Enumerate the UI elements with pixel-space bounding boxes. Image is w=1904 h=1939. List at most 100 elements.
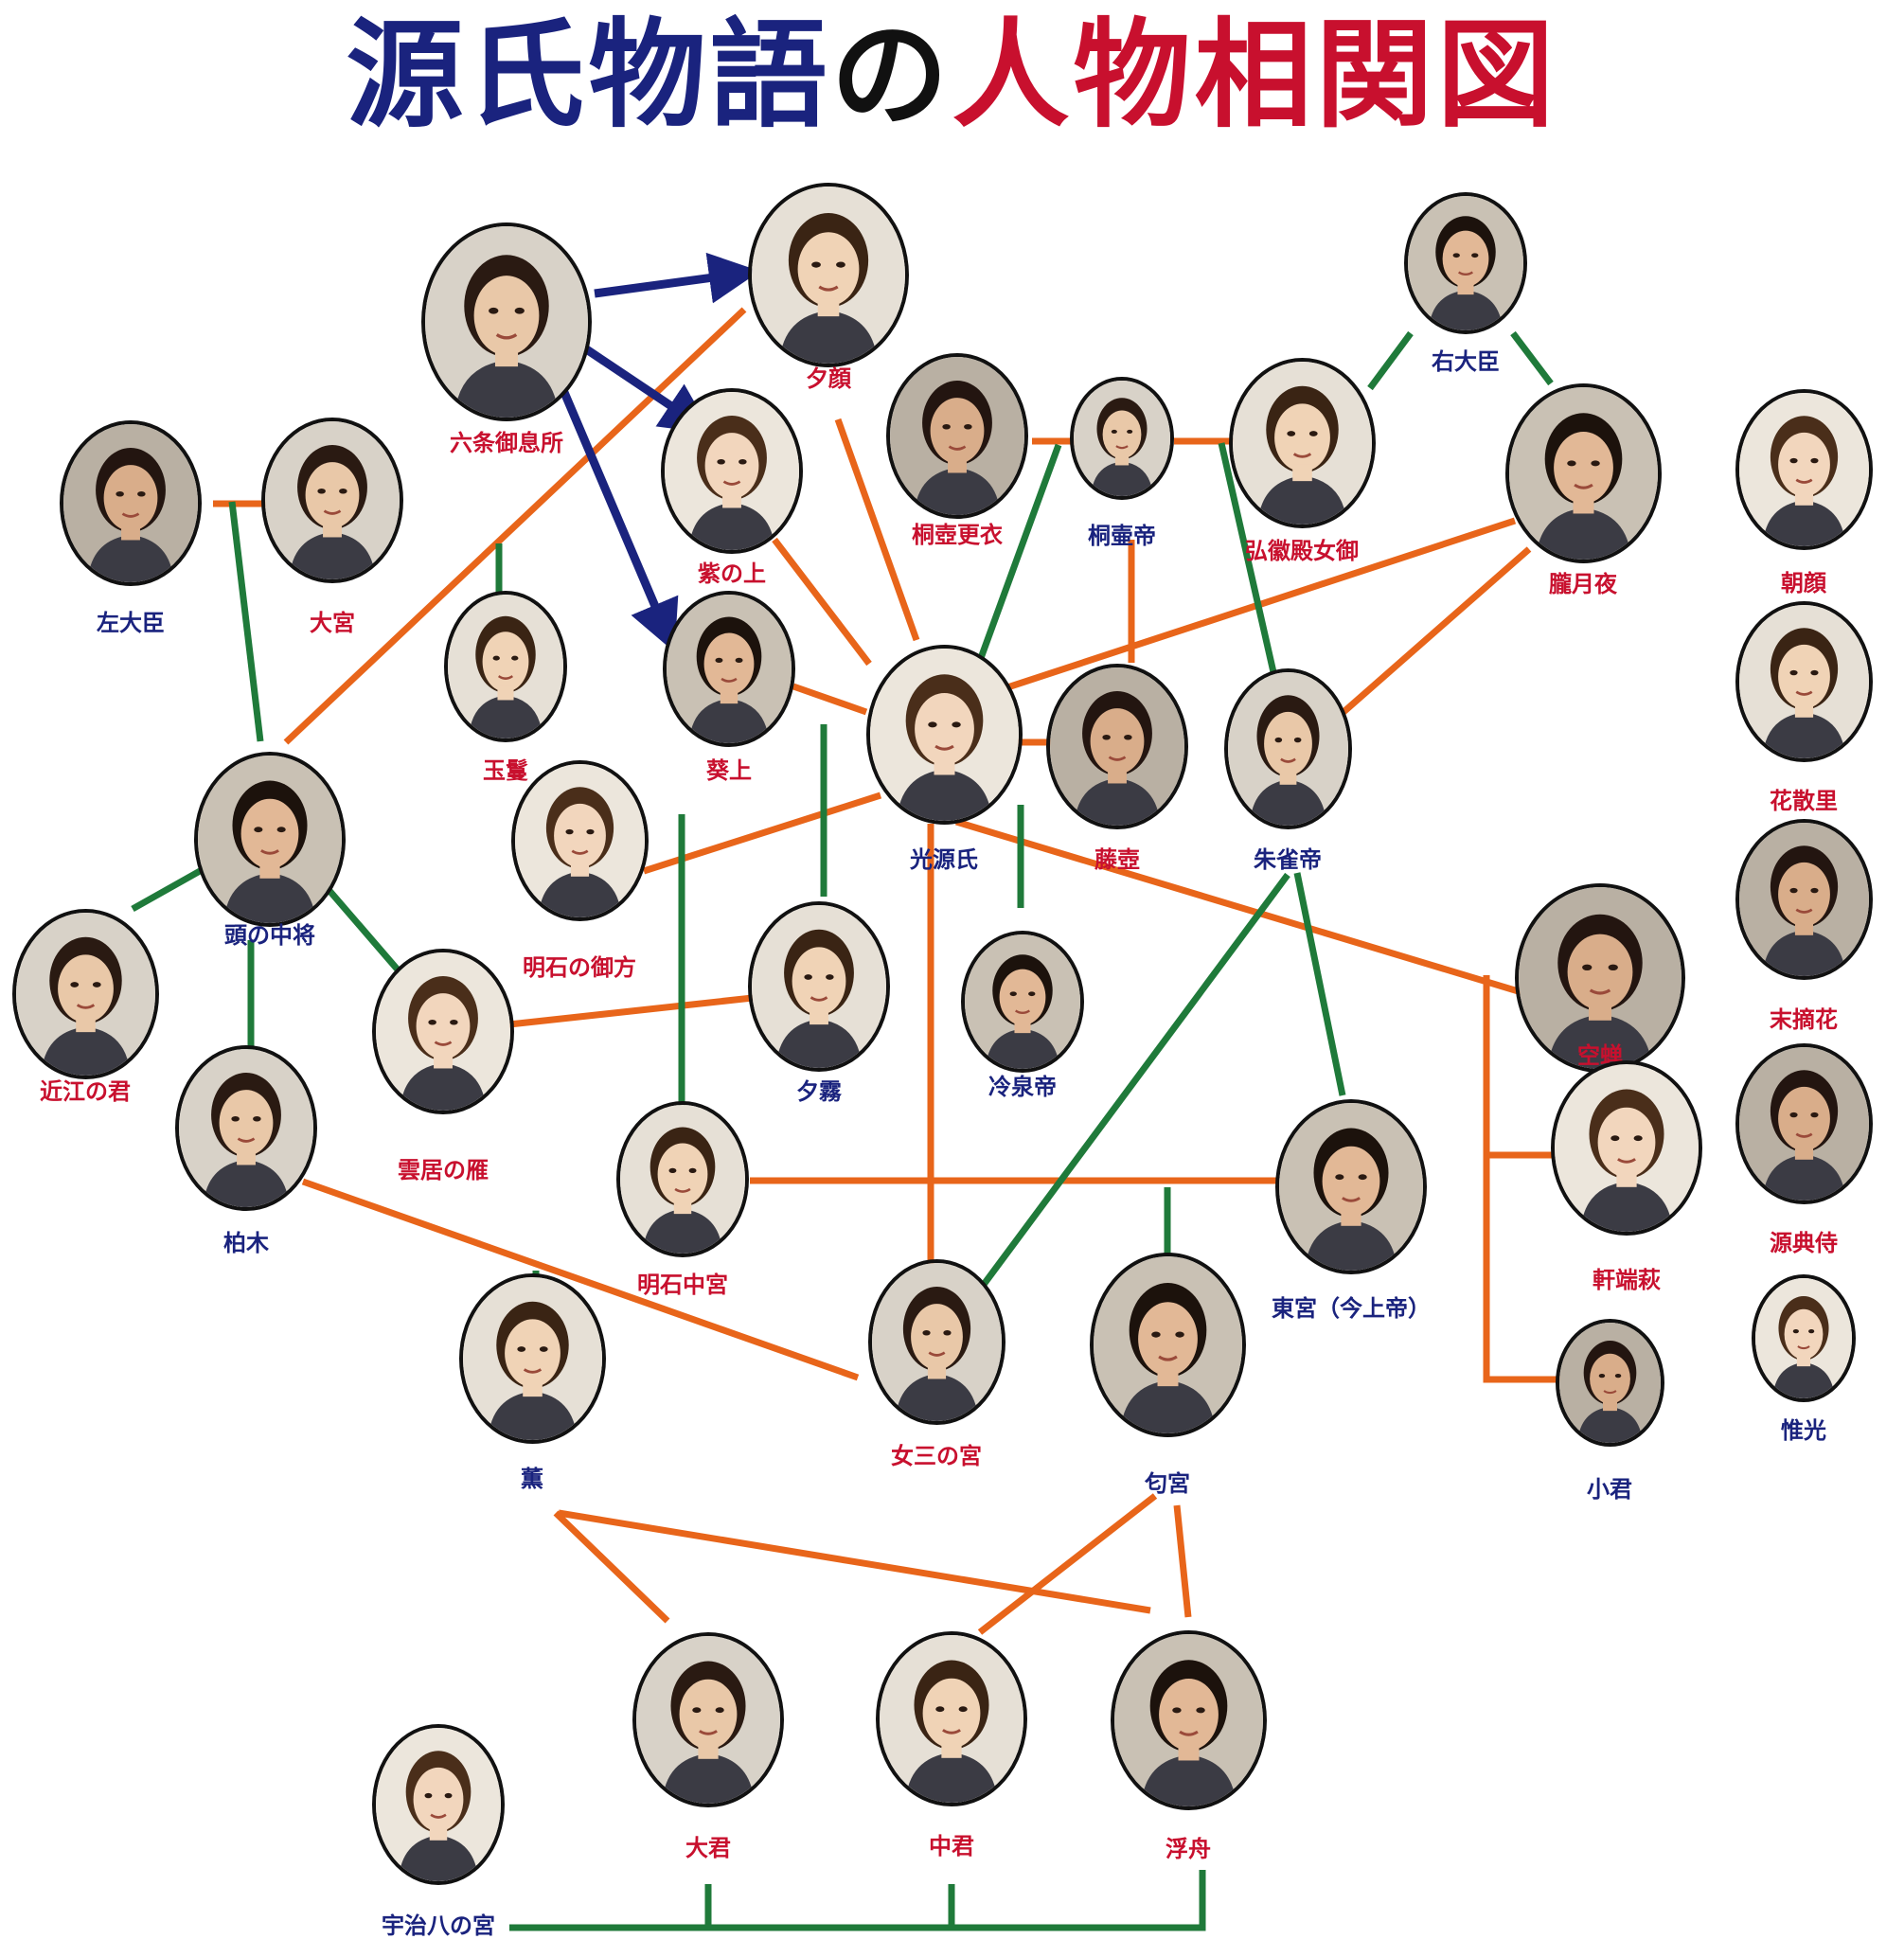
character-name: 光源氏 <box>910 846 978 873</box>
character-name: 右大臣 <box>1432 348 1500 375</box>
portrait-photo <box>1735 601 1873 762</box>
obsession-arrow <box>594 252 760 304</box>
romance-line <box>1483 975 1565 1383</box>
portrait-photo <box>175 1044 317 1211</box>
obsession-arrows <box>556 252 760 652</box>
portrait-photo <box>1275 1098 1427 1274</box>
portrait-photo <box>1228 358 1376 528</box>
romance-line <box>553 1510 670 1624</box>
character-name: 玉鬘 <box>483 757 528 784</box>
romance-line <box>1332 546 1532 722</box>
character-name: 軒端萩 <box>1593 1267 1661 1293</box>
character-name: 大君 <box>685 1835 731 1861</box>
portrait-photo <box>865 645 1023 825</box>
portrait-photo <box>661 387 803 554</box>
portrait-photo <box>1089 1252 1246 1437</box>
portrait-photo <box>1046 663 1188 829</box>
portrait-photo <box>748 182 909 367</box>
portrait-photo <box>11 909 159 1079</box>
character-name: 朱雀帝 <box>1254 846 1322 873</box>
portrait-photo <box>372 948 514 1114</box>
character-name: 中君 <box>929 1833 974 1859</box>
portrait-photo <box>876 1630 1027 1806</box>
family-line <box>980 872 1290 1289</box>
romance-line <box>792 683 868 716</box>
portrait-photo <box>510 760 649 921</box>
character-name: 頭の中将 <box>224 922 315 949</box>
character-name: 小君 <box>1587 1476 1632 1503</box>
character-name: 明石中宮 <box>637 1272 728 1298</box>
family-line <box>228 501 264 742</box>
portrait-photo <box>1110 1630 1267 1810</box>
romance-line <box>772 537 872 667</box>
portrait-photo <box>748 901 890 1072</box>
romance-line <box>954 818 1555 1005</box>
obsession-arrow <box>556 382 679 652</box>
character-name: 東宮（今上帝） <box>1272 1295 1431 1322</box>
character-name: 柏木 <box>223 1230 269 1256</box>
portrait-photo <box>1504 383 1662 563</box>
portrait-photo <box>444 591 567 742</box>
character-name: 藤壺 <box>1094 846 1140 873</box>
character-name: 朝顔 <box>1781 570 1826 596</box>
character-name: 紫の上 <box>698 560 766 587</box>
portrait-photo <box>1404 192 1527 334</box>
portrait-photo <box>616 1100 749 1257</box>
character-name: 六条御息所 <box>450 430 563 456</box>
portrait-photo <box>1555 1318 1664 1447</box>
romance-line <box>558 1509 1151 1614</box>
character-name: 桐壷帝 <box>1088 523 1156 549</box>
character-name: 薫 <box>521 1466 543 1492</box>
romance-line <box>508 993 762 1028</box>
character-name: 惟光 <box>1781 1417 1826 1444</box>
family-line <box>1367 330 1414 391</box>
character-name: 花散里 <box>1770 788 1838 814</box>
family-line <box>131 863 210 913</box>
family-line <box>973 443 1062 670</box>
character-name: 弘徽殿女御 <box>1245 538 1359 564</box>
character-name: 大宮 <box>310 610 355 636</box>
character-name: 朧月夜 <box>1549 571 1617 597</box>
portrait-photo <box>372 1724 505 1885</box>
character-name: 左大臣 <box>97 610 165 636</box>
title-part-no: の <box>830 8 952 144</box>
character-name: 匂宮 <box>1145 1470 1190 1497</box>
character-name: 雲居の雁 <box>398 1157 489 1183</box>
title-part-genji-monogatari: 源氏物語 <box>346 8 831 144</box>
romance-line <box>1173 1504 1192 1618</box>
portrait-photo <box>1735 389 1873 550</box>
family-line <box>1293 872 1346 1096</box>
portrait-photo <box>1070 377 1174 500</box>
romance-line <box>283 307 747 745</box>
character-name: 末摘花 <box>1770 1006 1838 1033</box>
portrait-photo <box>1551 1059 1702 1236</box>
title-part-jinbutsu-soukanzu: 人物相関図 <box>952 8 1558 144</box>
portrait-photo <box>632 1631 784 1807</box>
romance-line <box>977 1493 1158 1635</box>
character-name: 明石の御方 <box>523 954 636 981</box>
portrait-photo <box>1735 819 1873 980</box>
portrait-photo <box>458 1273 606 1444</box>
portrait-photo <box>886 352 1028 519</box>
family-lines <box>131 330 1554 1931</box>
character-name: 桐壺更衣 <box>912 522 1003 548</box>
character-name: 夕霧 <box>796 1078 842 1105</box>
character-name: 葵上 <box>706 757 752 784</box>
portrait-photo <box>194 751 346 927</box>
portrait-photo <box>60 419 202 586</box>
portrait-photo <box>261 417 403 583</box>
family-line <box>1218 442 1277 673</box>
romance-line <box>301 1178 860 1381</box>
obsession-arrow <box>582 345 713 435</box>
character-name: 宇治八の宮 <box>382 1912 495 1939</box>
portrait-photo <box>961 931 1084 1073</box>
character-name: 近江の君 <box>40 1078 131 1105</box>
character-name: 女三の宮 <box>891 1443 982 1469</box>
page-title: 源氏物語の人物相関図 <box>0 17 1904 134</box>
character-name: 浮舟 <box>1166 1836 1211 1862</box>
portrait-photo <box>1752 1273 1856 1402</box>
family-line <box>322 882 405 978</box>
portrait-photo <box>1735 1043 1873 1204</box>
romance-line <box>834 418 920 642</box>
